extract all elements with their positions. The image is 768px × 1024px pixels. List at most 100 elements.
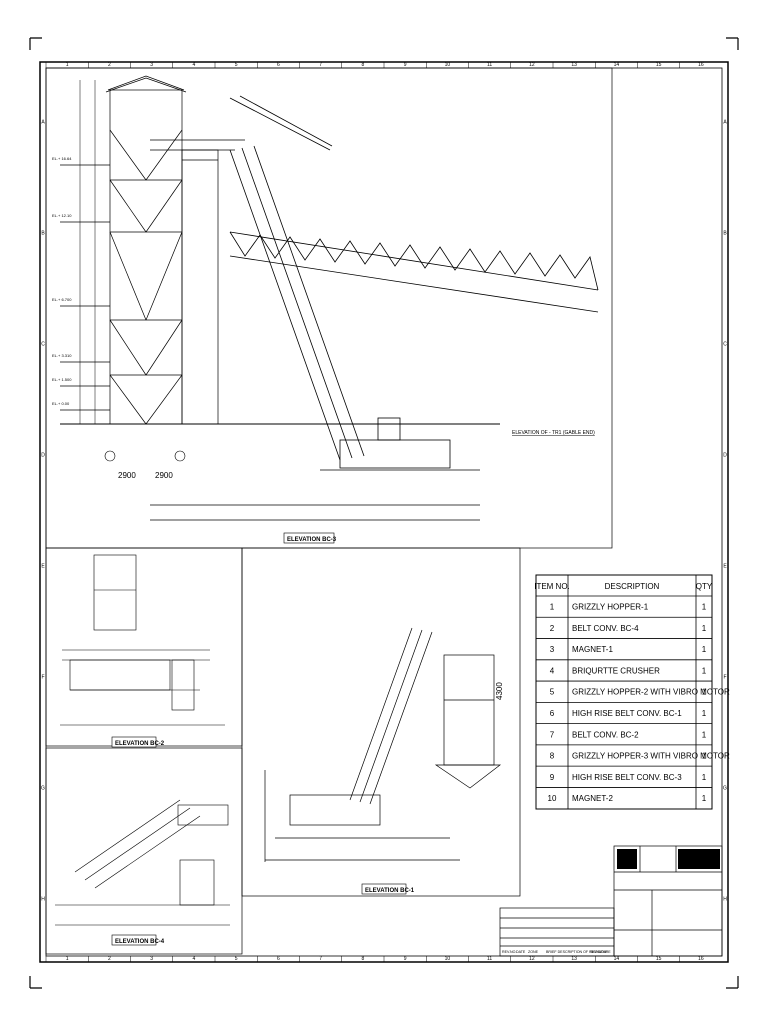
bom-qty: 1 (702, 794, 707, 803)
grid-row-label: H (41, 897, 45, 903)
view-bc1-frame (241, 547, 521, 897)
bom-item-no: 8 (550, 752, 555, 761)
bom-item-no: 3 (550, 645, 555, 654)
revision-header: REV.NO. (502, 950, 516, 954)
grid-row-label: C (723, 342, 727, 348)
bc3-title-box (283, 532, 335, 544)
bom-item-no: 7 (550, 730, 555, 739)
grid-row-label: F (41, 675, 44, 681)
grid-col-label: 10 (445, 956, 451, 962)
grid-col-label: 15 (656, 62, 662, 68)
bc2-title-box (111, 736, 157, 748)
view-title-bc2: ELEVATION BC-2 (115, 741, 165, 747)
bom-item-no: 10 (548, 794, 557, 803)
dim-height: 4300 (495, 682, 504, 700)
grid-col-label: 1 (66, 956, 69, 962)
grid-col-label: 5 (235, 956, 238, 962)
grid-col-label: 12 (529, 62, 535, 68)
grid-col-label: 3 (150, 62, 153, 68)
grid-col-label: 16 (698, 62, 704, 68)
dim-span-1: 2900 (118, 471, 136, 480)
view-title-bc4: ELEVATION BC-4 (115, 939, 165, 945)
view-title-bc3: ELEVATION BC-3 (287, 537, 337, 543)
bc1-drawing (264, 627, 502, 862)
bom-qty: 1 (702, 688, 707, 697)
bom-item-no: 9 (550, 773, 555, 782)
bom-qty: 1 (702, 709, 707, 718)
grid-col-label: 15 (656, 956, 662, 962)
bom-qty: 1 (702, 773, 707, 782)
bc1-title-box (361, 883, 407, 895)
revision-header: ZONE (528, 950, 539, 954)
view-bc2-frame (45, 547, 243, 747)
svg-text:EL.+ 12.10: EL.+ 12.10 (52, 213, 72, 218)
bom-qty: 1 (702, 730, 707, 739)
view-title-bc1: ELEVATION BC-1 (365, 888, 415, 894)
grid-col-label: 8 (361, 62, 364, 68)
grid-bubbles (104, 450, 186, 462)
bom-description: GRIZZLY HOPPER-2 WITH VIBRO MOTOR (572, 688, 730, 697)
grid-col-label: 10 (445, 62, 451, 68)
grid-col-label: 6 (277, 62, 280, 68)
grid-row-label: B (723, 231, 727, 237)
grid-row-label: G (723, 786, 727, 792)
svg-text:EL.+ 1.500: EL.+ 1.500 (52, 377, 72, 382)
revision-header: BRIEF DESCRIPTION OF REVISION (546, 950, 607, 954)
crop-marks (29, 37, 739, 989)
revision-header: SIGNATURE (590, 950, 611, 954)
grid-reference-marks: 1122334455667788991010111112121313141415… (41, 62, 727, 962)
bc3-conveyor (150, 95, 599, 521)
outer-border (39, 61, 729, 963)
grid-col-label: 12 (529, 956, 535, 962)
grid-col-label: 4 (192, 62, 195, 68)
bom-description: MAGNET-1 (572, 645, 613, 654)
grid-col-label: 9 (404, 62, 407, 68)
grid-row-label: E (41, 564, 45, 570)
bom-description: BELT CONV. BC-4 (572, 624, 639, 633)
bom-description: HIGH RISE BELT CONV. BC-1 (572, 709, 682, 718)
dim-span-2: 2900 (155, 471, 173, 480)
grid-row-label: G (41, 786, 45, 792)
grid-row-label: D (723, 453, 727, 459)
view-bc4-frame (45, 747, 243, 955)
grid-col-label: 8 (361, 956, 364, 962)
bc3-dims: 2900 2900 (118, 471, 173, 480)
bom-qty: 1 (702, 624, 707, 633)
grid-col-label: 1 (66, 62, 69, 68)
bom-description: BRIQURTTE CRUSHER (572, 666, 660, 675)
grid-row-label: C (41, 342, 45, 348)
svg-text:EL.+ 0.00: EL.+ 0.00 (52, 401, 70, 406)
svg-text:EL.+ 6.700: EL.+ 6.700 (52, 297, 72, 302)
bc3-tower (60, 75, 500, 425)
grid-col-label: 7 (319, 62, 322, 68)
grid-row-label: A (723, 120, 727, 126)
bom-description: HIGH RISE BELT CONV. BC-3 (572, 773, 682, 782)
grid-col-label: 16 (698, 956, 704, 962)
bom-header-item-no: ITEM NO. (534, 582, 570, 591)
bom-item-no: 5 (550, 688, 555, 697)
grid-col-label: 4 (192, 956, 195, 962)
bom-description: GRIZZLY HOPPER-1 (572, 603, 649, 612)
bom-item-no: 1 (550, 603, 555, 612)
grid-col-label: 5 (235, 62, 238, 68)
bom-item-no: 6 (550, 709, 555, 718)
bom-header-qty: QTY (696, 582, 713, 591)
grid-col-label: 13 (571, 62, 577, 68)
client-logo (678, 849, 720, 869)
bom-description: BELT CONV. BC-2 (572, 730, 639, 739)
bom-item-no: 4 (550, 666, 555, 675)
grid-col-label: 11 (487, 956, 492, 962)
bom-qty: 1 (702, 666, 707, 675)
grid-col-label: 2 (108, 62, 111, 68)
bom-header-description: DESCRIPTION (605, 582, 660, 591)
svg-text:EL.+ 3.310: EL.+ 3.310 (52, 353, 72, 358)
bc2-drawing (60, 554, 225, 726)
company-logo (617, 849, 637, 869)
grid-col-label: 2 (108, 956, 111, 962)
grid-col-label: 9 (404, 956, 407, 962)
svg-text:EL.+ 16.64: EL.+ 16.64 (52, 156, 72, 161)
grid-col-label: 3 (150, 956, 153, 962)
